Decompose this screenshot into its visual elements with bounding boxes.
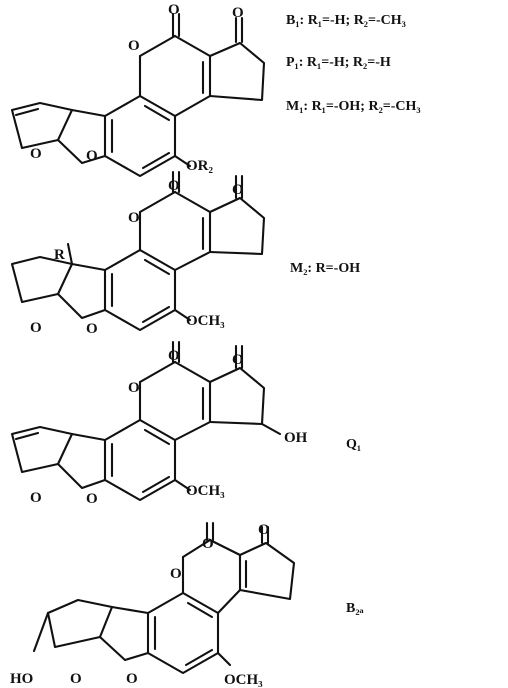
- s2-o-ketone: O: [232, 182, 244, 198]
- s2-r-label: R: [54, 247, 65, 263]
- s1-note-b1: B₁: R₁=-H; R₂=-CH₃: [286, 13, 406, 28]
- s3-hydroxyl: OH: [284, 430, 308, 446]
- s2-o-lactone: O: [168, 178, 180, 194]
- s4-o-furan2: O: [126, 671, 138, 687]
- s4-o-lactone: O: [202, 536, 214, 552]
- s1-o-lactone: O: [168, 2, 180, 18]
- structure-4: [32, 521, 296, 675]
- s3-o-lactone: O: [168, 348, 180, 364]
- s4-o-ketone: O: [258, 522, 270, 538]
- s2-o-pyran: O: [128, 210, 140, 226]
- s3-substituent: OCH₃: [186, 483, 225, 499]
- s1-o-furan1: O: [30, 146, 42, 162]
- s2-o-furan2: O: [86, 321, 98, 337]
- s2-o-furan1: O: [30, 320, 42, 336]
- s4-o-furan1: O: [70, 671, 82, 687]
- s1-substituent: OR₂: [186, 158, 214, 174]
- s4-substituent: OCH₃: [224, 672, 263, 688]
- structure-3: [10, 340, 282, 502]
- s1-o-ketone: O: [232, 5, 244, 21]
- s1-o-furan2: O: [86, 148, 98, 164]
- s3-o-pyran: O: [128, 380, 140, 396]
- structure-1: [10, 12, 266, 178]
- s4-compound-label: B₂ₐ: [346, 601, 364, 616]
- s1-o-pyran: O: [128, 38, 140, 54]
- s4-hydroxyl: HO: [10, 671, 33, 687]
- s3-compound-label: Q₁: [346, 437, 361, 452]
- structure-2: [10, 170, 266, 332]
- s2-substituent: OCH₃: [186, 313, 225, 329]
- s4-o-pyran: O: [170, 566, 182, 582]
- s3-o-furan1: O: [30, 490, 42, 506]
- s3-o-furan2: O: [86, 491, 98, 507]
- s1-note-p1: P₁: R₁=-H; R₂=-H: [286, 55, 391, 70]
- s3-o-ketone: O: [232, 352, 244, 368]
- s1-note-m1: M₁: R₁=-OH; R₂=-CH₃: [286, 99, 421, 114]
- s2-compound-label: M₂: R=-OH: [290, 261, 360, 276]
